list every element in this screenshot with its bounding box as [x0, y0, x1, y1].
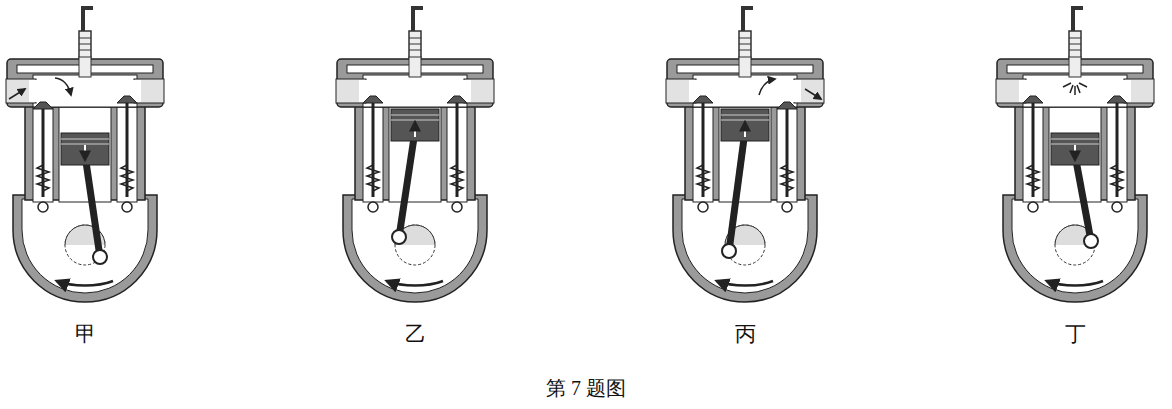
figure-caption: 第 7 题图	[546, 375, 626, 402]
figure-label: 乙	[405, 320, 426, 348]
figure-label: 甲	[75, 320, 96, 348]
figure-label: 丁	[1065, 320, 1086, 348]
figure-label: 丙	[735, 320, 756, 348]
